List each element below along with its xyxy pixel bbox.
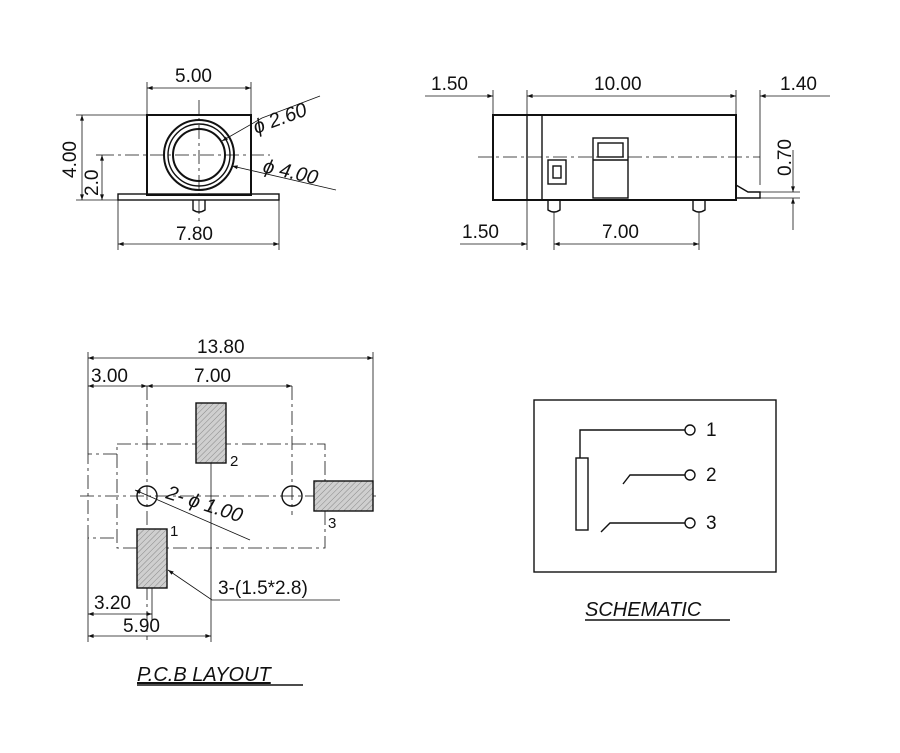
dim-pin-offset: 1.50 bbox=[462, 222, 499, 243]
pcb-layout: 2 1 3 13.80 3.00 7.00 2- ϕ 1.00 3-(1.5*2… bbox=[80, 337, 380, 686]
dim-tab-height: 0.70 bbox=[775, 139, 796, 176]
pcb-pin-2: 2 bbox=[230, 453, 238, 470]
dim-side-tab: 1.40 bbox=[780, 74, 817, 95]
dim-outer-diameter: ϕ 4.00 bbox=[261, 155, 320, 189]
front-base bbox=[117, 193, 280, 201]
dim-base-width: 7.80 bbox=[176, 224, 213, 245]
pcb-pad-3 bbox=[313, 480, 374, 512]
pcb-pad-1 bbox=[136, 528, 168, 589]
schematic-pin-3: 3 bbox=[706, 513, 717, 534]
dim-front-width: 5.00 bbox=[175, 66, 212, 87]
dim-front-height: 4.00 bbox=[60, 141, 81, 178]
dim-pcb-left-hole: 3.00 bbox=[91, 366, 128, 387]
dim-pcb-total: 13.80 bbox=[197, 337, 245, 358]
schematic: 1 2 3 SCHEMATIC bbox=[533, 399, 777, 621]
schematic-pin-2: 2 bbox=[706, 465, 717, 486]
pcb-caption: P.C.B LAYOUT bbox=[137, 664, 273, 686]
dim-side-length: 10.00 bbox=[594, 74, 642, 95]
dim-inner-diameter: ϕ 2.60 bbox=[250, 99, 310, 139]
pcb-pin-3: 3 bbox=[328, 515, 336, 532]
side-view: 1.50 10.00 1.40 0.70 1.50 7.00 bbox=[425, 74, 830, 250]
schematic-frame bbox=[533, 399, 777, 573]
pcb-pad-2 bbox=[195, 402, 227, 464]
dim-pcb-pads: 3-(1.5*2.8) bbox=[218, 578, 308, 599]
dim-pcb-pad1: 3.20 bbox=[94, 593, 131, 614]
dim-pin-spacing: 7.00 bbox=[602, 222, 639, 243]
front-view: 5.00 4.00 2.0 ϕ 2.60 ϕ 4.00 7.80 bbox=[60, 66, 337, 250]
dim-side-left: 1.50 bbox=[431, 74, 468, 95]
side-body bbox=[492, 114, 737, 201]
pcb-hole-right bbox=[281, 485, 303, 507]
dim-pcb-hole-spacing: 7.00 bbox=[194, 366, 231, 387]
pcb-hole-left bbox=[136, 485, 158, 507]
dim-front-center: 2.0 bbox=[82, 170, 103, 196]
schematic-pin-1: 1 bbox=[706, 420, 717, 441]
dim-pcb-pad2: 5.90 bbox=[123, 616, 160, 637]
pcb-pin-1: 1 bbox=[170, 523, 178, 540]
schematic-caption: SCHEMATIC bbox=[585, 599, 702, 621]
